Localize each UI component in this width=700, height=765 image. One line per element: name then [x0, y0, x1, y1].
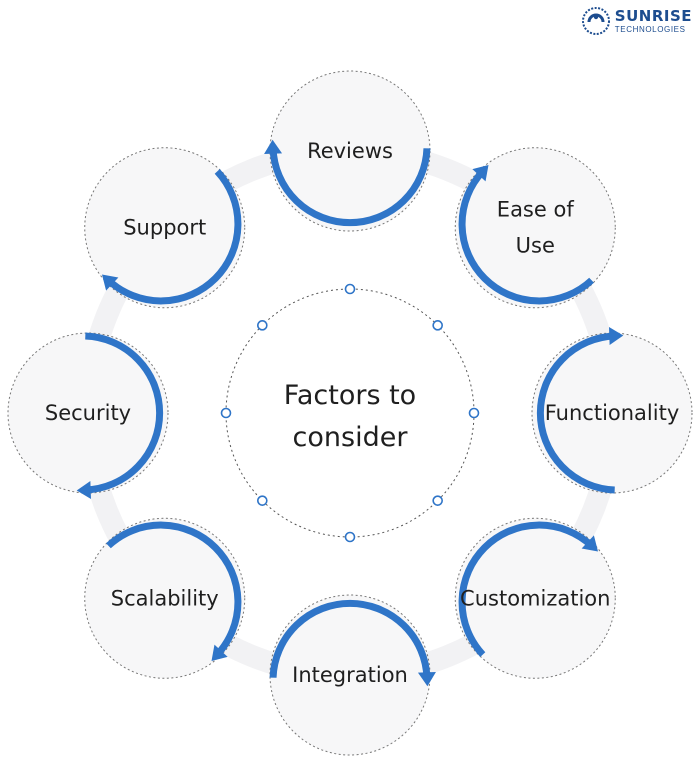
- node-arrow: [211, 644, 228, 662]
- node-label: Support: [123, 216, 206, 240]
- sunrise-globe-icon: [581, 7, 610, 35]
- hub-dot: [257, 320, 268, 331]
- node-circle: [454, 517, 616, 679]
- node-label: Security: [45, 401, 131, 425]
- center-title-line2: consider: [293, 422, 409, 453]
- node-integration: Integration: [269, 594, 436, 756]
- brand-logo: SUNRISE TECHNOLOGIES: [581, 6, 692, 36]
- node-label: Scalability: [111, 586, 219, 610]
- node-label: Reviews: [307, 139, 393, 163]
- node-functionality: Functionality: [531, 327, 693, 494]
- node-arrow: [76, 480, 92, 499]
- node-label: Integration: [292, 663, 408, 687]
- node-arc: [536, 332, 615, 494]
- node-arrow: [581, 535, 599, 552]
- node-security: Security: [7, 332, 169, 499]
- hub-dot: [257, 495, 268, 506]
- node-label: Functionality: [545, 401, 680, 425]
- hub-dot: [344, 283, 356, 295]
- hub-dot: [432, 320, 443, 331]
- hub-dot: [432, 495, 443, 506]
- node-arc: [269, 148, 431, 227]
- node-arrow: [472, 164, 489, 182]
- hub-dot: [344, 531, 356, 543]
- node-circle: [84, 517, 246, 679]
- node-circle: [7, 332, 169, 494]
- hub-dot: [468, 407, 480, 419]
- node-label: Ease of: [497, 198, 575, 222]
- node-arc: [458, 169, 594, 305]
- node-ease-of-use: Ease of Use: [454, 147, 616, 309]
- node-arc: [106, 169, 242, 305]
- node-circle: [454, 147, 616, 309]
- center-hub: Factors to consider: [220, 283, 480, 543]
- node-label: Use: [516, 234, 555, 258]
- brand-tagline: TECHNOLOGIES: [614, 24, 686, 34]
- node-arrow: [608, 327, 624, 346]
- node-circle: [84, 147, 246, 309]
- node-arc: [269, 599, 431, 678]
- node-arc: [458, 521, 594, 657]
- node-support: Support: [84, 147, 246, 309]
- node-reviews: Reviews: [264, 70, 431, 232]
- node-arc: [106, 521, 242, 657]
- node-arrow: [101, 274, 119, 291]
- hub-dot: [220, 407, 232, 419]
- node-scalability: Scalability: [84, 517, 246, 679]
- node-arrow: [264, 139, 283, 155]
- center-dots: [220, 283, 480, 543]
- brand-name: SUNRISE: [614, 6, 692, 25]
- node-arrow: [417, 671, 436, 687]
- node-label: Customization: [460, 586, 610, 610]
- node-customization: Customization: [454, 517, 616, 679]
- node-arc: [85, 332, 164, 494]
- node-circle: [531, 332, 693, 494]
- center-title-line1: Factors to: [284, 380, 416, 411]
